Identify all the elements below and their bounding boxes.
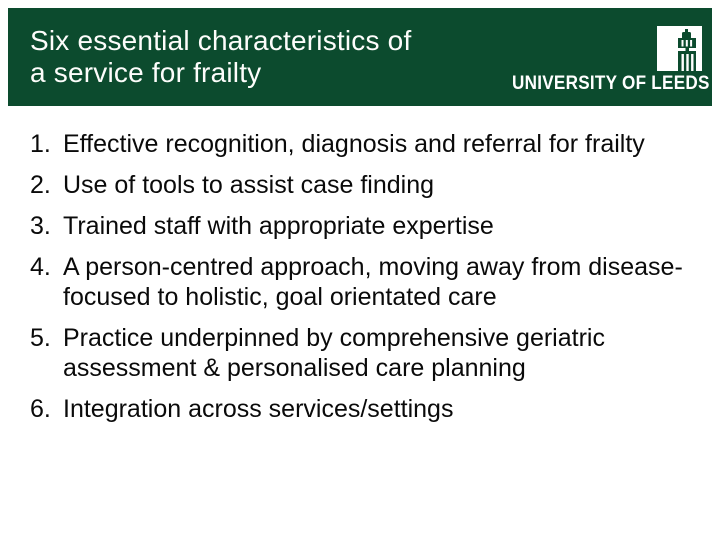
slide-title-line-2: a service for frailty <box>30 57 262 88</box>
item-number: 6. <box>30 395 51 423</box>
item-text: Practice underpinned by comprehensive ge… <box>63 324 605 382</box>
item-text: Integration across services/settings <box>63 395 454 423</box>
item-text: Use of tools to assist case finding <box>63 171 435 199</box>
list-item: 3. Trained staff with appropriate expert… <box>30 211 691 241</box>
item-text: Trained staff with appropriate expertise <box>63 212 494 240</box>
item-number: 5. <box>30 324 51 352</box>
item-text: Effective recognition, diagnosis and ref… <box>63 130 645 158</box>
list-item: 6. Integration across services/settings <box>30 394 691 424</box>
item-text: A person-centred approach, moving away f… <box>63 253 683 311</box>
header-banner: Six essential characteristics of a servi… <box>8 8 712 106</box>
characteristics-list: 1. Effective recognition, diagnosis and … <box>30 129 691 435</box>
item-number: 4. <box>30 253 51 281</box>
list-item: 4. A person-centred approach, moving awa… <box>30 252 691 312</box>
university-of-leeds-wordmark: UNIVERSITY OF LEEDS <box>512 73 710 94</box>
slide-title-line-1: Six essential characteristics of <box>30 25 412 56</box>
parkinson-tower-icon <box>657 26 702 71</box>
slide-title: Six essential characteristics of a servi… <box>30 25 411 89</box>
university-of-leeds-logo <box>657 26 702 71</box>
item-number: 2. <box>30 171 51 199</box>
list-item: 2. Use of tools to assist case finding <box>30 170 691 200</box>
list-item: 5. Practice underpinned by comprehensive… <box>30 323 691 383</box>
list-item: 1. Effective recognition, diagnosis and … <box>30 129 691 159</box>
item-number: 1. <box>30 130 51 158</box>
item-number: 3. <box>30 212 51 240</box>
